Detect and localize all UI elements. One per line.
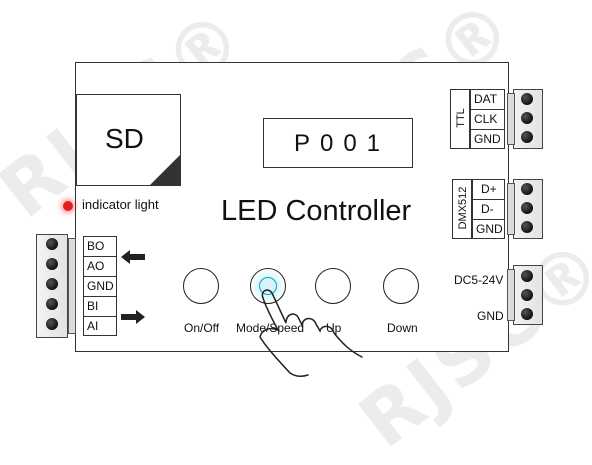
power-gnd-label: GND (477, 309, 504, 323)
on-off-button[interactable] (183, 268, 219, 304)
on-off-label: On/Off (184, 321, 220, 335)
led-display: P001 (263, 118, 413, 168)
screw-icon (521, 93, 533, 105)
ttl-pin-dat: DAT (471, 90, 504, 110)
dmx-label-box: DMX512 (452, 179, 472, 239)
screw-icon (46, 238, 58, 250)
indicator-light-label: indicator light (82, 197, 159, 212)
screw-icon (46, 318, 58, 330)
ttl-pin-clk: CLK (471, 110, 504, 130)
left-pin-bo: BO (84, 237, 116, 257)
screw-icon (521, 202, 533, 214)
down-label: Down (387, 321, 418, 335)
dmx-terminal-front (507, 183, 515, 235)
left-pin-ao: AO (84, 257, 116, 277)
dmx-pin-d-minus: D- (473, 200, 504, 220)
mode-speed-button[interactable] (250, 268, 286, 304)
dmx-label: DMX512 (457, 186, 469, 230)
left-pin-ai: AI (87, 319, 99, 333)
dmx-pin-d-plus: D+ (473, 180, 504, 200)
ttl-pin-gnd: GND (474, 132, 501, 146)
up-button[interactable] (315, 268, 351, 304)
dmx-pin-gnd: GND (476, 222, 503, 236)
power-dc-label: DC5-24V (454, 273, 504, 287)
screw-icon (521, 221, 533, 233)
left-pin-gnd: GND (84, 277, 116, 297)
sd-card-slot: SD (76, 94, 181, 186)
screw-icon (46, 298, 58, 310)
screw-icon (46, 278, 58, 290)
dmx-pin-list: D+ D- GND (472, 179, 505, 239)
ttl-label-box: TTL (450, 89, 470, 149)
screw-icon (521, 112, 533, 124)
left-pin-list: BO AO GND BI AI (83, 236, 117, 336)
left-pin-bi: BI (84, 297, 116, 317)
ttl-pin-list: DAT CLK GND (470, 89, 505, 149)
up-label: Up (326, 321, 342, 335)
ttl-terminal-front (507, 93, 515, 145)
input-arrow-icon (121, 310, 145, 324)
output-arrow-icon (121, 250, 145, 264)
power-terminal-front (507, 269, 515, 321)
screw-icon (521, 289, 533, 301)
screw-icon (521, 308, 533, 320)
left-terminal-front (68, 238, 76, 334)
sd-card-corner-icon (150, 155, 180, 185)
ttl-label: TTL (455, 108, 467, 128)
pressing-hand-icon (259, 289, 363, 378)
sd-card-label: SD (105, 123, 144, 154)
screw-icon (521, 270, 533, 282)
indicator-light-icon (63, 201, 73, 211)
device-title: LED Controller (221, 195, 412, 227)
screw-icon (521, 131, 533, 143)
screw-icon (46, 258, 58, 270)
screw-icon (521, 183, 533, 195)
down-button[interactable] (383, 268, 419, 304)
